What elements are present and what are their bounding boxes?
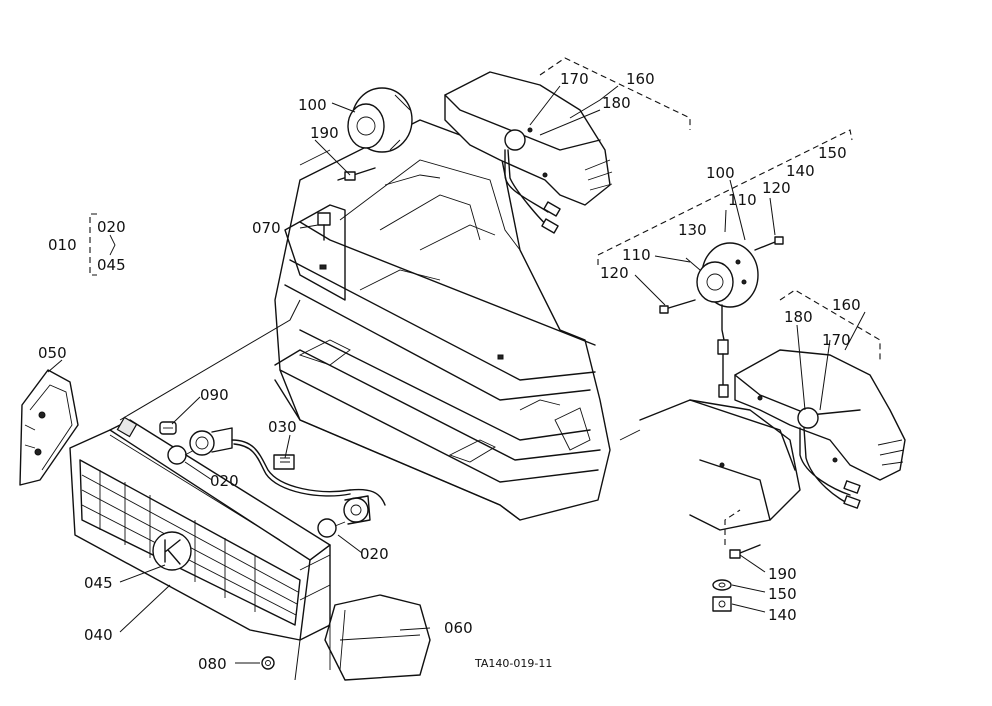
callout-labels: 010 020 045 050 070 100 190 170 160 180 … xyxy=(38,70,861,673)
callout-110-a: 110 xyxy=(728,191,757,209)
callout-140-right: 140 xyxy=(768,606,797,624)
callout-045: 045 xyxy=(84,574,113,592)
screws-120 xyxy=(659,236,784,314)
lamp-housing-160-top xyxy=(444,71,613,234)
callout-130: 130 xyxy=(678,221,707,239)
hardware-stack-right xyxy=(712,544,761,612)
callout-070: 070 xyxy=(252,219,281,237)
callout-100-right: 100 xyxy=(706,164,735,182)
callout-180-top: 180 xyxy=(602,94,631,112)
bulb-socket-020-b xyxy=(317,495,371,538)
callout-010: 010 xyxy=(48,236,77,254)
corner-lens-060 xyxy=(324,594,431,681)
callout-160-top: 160 xyxy=(626,70,655,88)
right-fender-body xyxy=(619,399,801,531)
callout-120-right: 120 xyxy=(762,179,791,197)
head-lamp-100-right xyxy=(696,242,759,398)
callout-020-b: 020 xyxy=(360,545,389,563)
callout-160-right: 160 xyxy=(832,296,861,314)
callout-120-left: 120 xyxy=(600,264,629,282)
callout-140-top: 140 xyxy=(786,162,815,180)
drawing-code: TA140-019-11 xyxy=(474,657,552,670)
grommet-090 xyxy=(159,421,177,435)
callout-150-top: 150 xyxy=(818,144,847,162)
callout-050: 050 xyxy=(38,344,67,362)
callout-170-top: 170 xyxy=(560,70,589,88)
callout-170-right: 170 xyxy=(822,331,851,349)
group-brackets xyxy=(89,57,881,545)
front-grille xyxy=(69,416,331,641)
callout-190-right: 190 xyxy=(768,565,797,583)
callout-060: 060 xyxy=(444,619,473,637)
callout-190-left: 190 xyxy=(310,124,339,142)
callout-090: 090 xyxy=(200,386,229,404)
side-lamp-050 xyxy=(19,369,79,486)
callout-040: 040 xyxy=(84,626,113,644)
bulb-socket-020-a xyxy=(167,427,233,465)
nut-080 xyxy=(261,656,275,670)
lamp-housing-160-right xyxy=(734,349,906,509)
screw-190-left xyxy=(337,167,376,181)
callout-100-left: 100 xyxy=(298,96,327,114)
head-lamp-100-left xyxy=(347,87,413,153)
callout-020-group: 020 xyxy=(97,218,126,236)
callout-030: 030 xyxy=(268,418,297,436)
leader-lines xyxy=(47,85,866,681)
hood-panel xyxy=(274,119,611,521)
callout-020-a: 020 xyxy=(210,472,239,490)
callout-180-right: 180 xyxy=(784,308,813,326)
callout-150-right: 150 xyxy=(768,585,797,603)
callout-045-group: 045 xyxy=(97,256,126,274)
bolt-070 xyxy=(317,212,331,241)
callout-080: 080 xyxy=(198,655,227,673)
callout-110-b: 110 xyxy=(622,246,651,264)
wire-harness-030 xyxy=(231,439,386,506)
